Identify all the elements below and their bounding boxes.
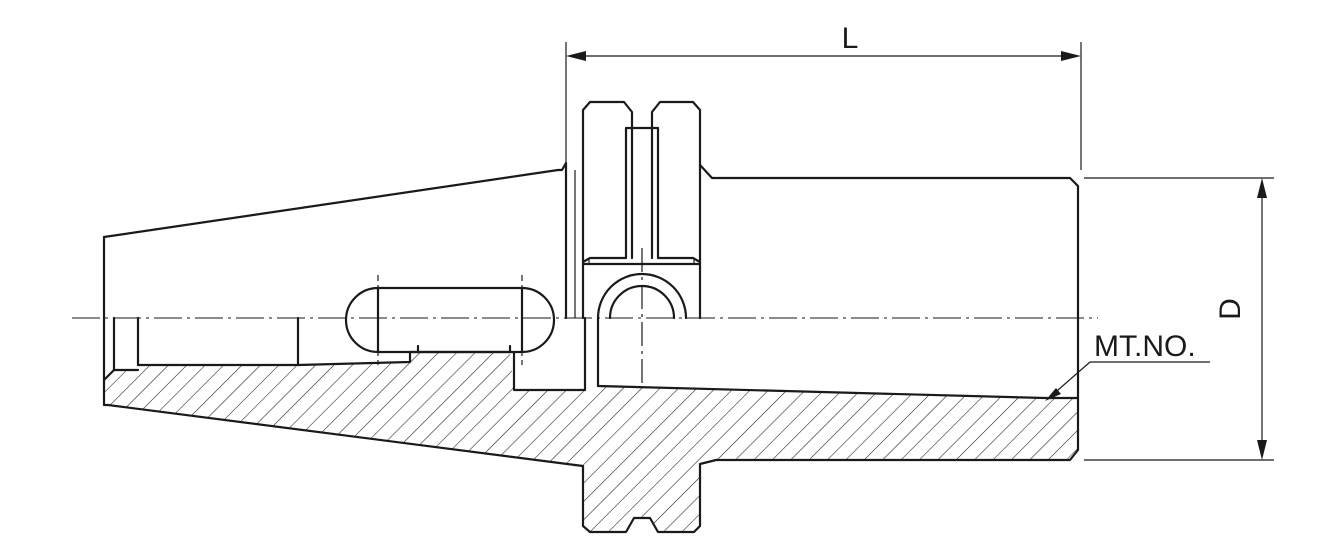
dimension-d: D (1084, 177, 1274, 461)
key-slot (344, 275, 556, 365)
taper-shank (102, 161, 587, 467)
holder-body (596, 163, 1080, 462)
dimension-d-label: D (1214, 298, 1247, 320)
section-hatch (104, 352, 1078, 532)
flange-upper (581, 100, 702, 385)
taper-label: MT.NO. (1094, 330, 1196, 363)
flange-lower (573, 316, 718, 534)
dimension-l: L (565, 22, 1082, 170)
dimension-l-label: L (842, 22, 859, 55)
taper-leader: MT.NO. (1045, 330, 1210, 401)
